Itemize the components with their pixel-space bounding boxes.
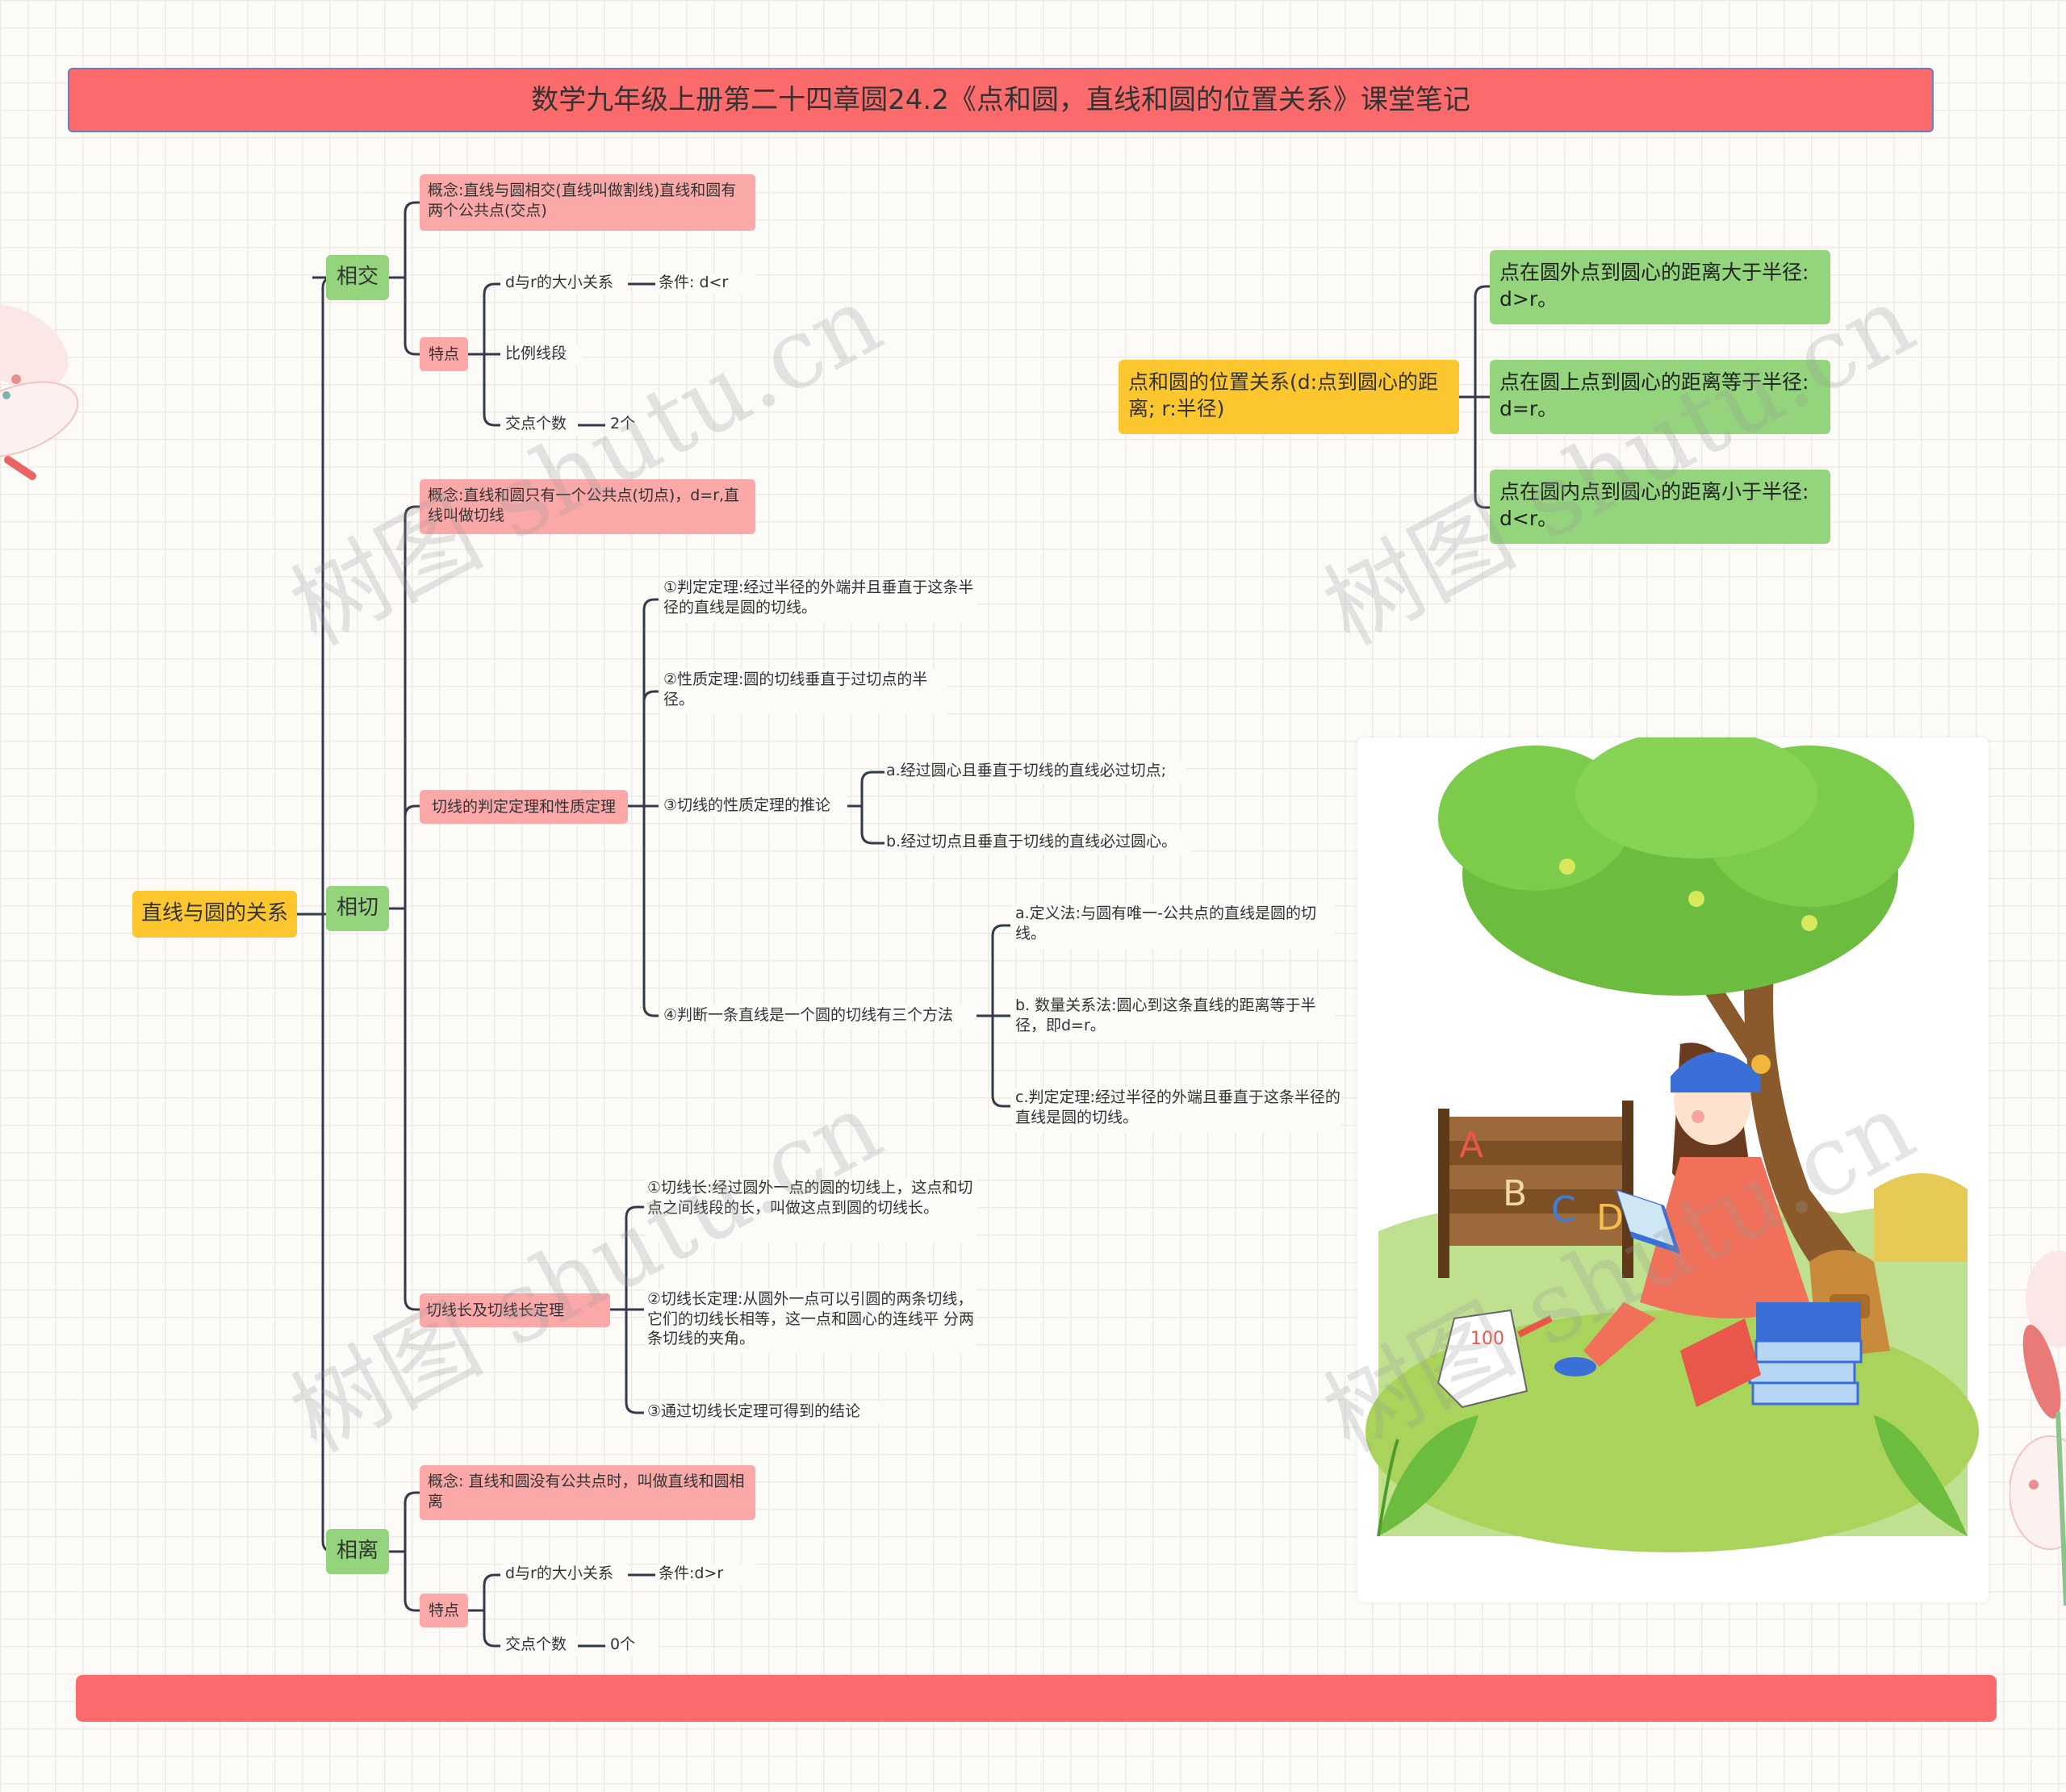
- tangent-method-a[interactable]: a.定义法:与圆有唯一-公共点的直线是圆的切线。: [1012, 904, 1335, 949]
- tangent-method-a-text: a.定义法:与圆有唯一-公共点的直线是圆的切线。: [1015, 904, 1316, 942]
- separate-condition[interactable]: 条件:d>r: [659, 1564, 755, 1586]
- tangent-method-c-text: c.判定定理:经过半径的外端且垂直于这条半径的直线是圆的切线。: [1015, 1088, 1340, 1126]
- separate-concept-text: 概念: 直线和圆没有公共点时，叫做直线和圆相离: [428, 1472, 745, 1510]
- separate-dr[interactable]: d与r的大小关系: [502, 1564, 628, 1586]
- title-banner: 数学九年级上册第二十四章圆24.2《点和圆，直线和圆的位置关系》课堂笔记: [68, 68, 1934, 132]
- node-separate[interactable]: 相离: [326, 1529, 389, 1574]
- tangent-theorems[interactable]: 切线的判定定理和性质定理: [420, 790, 628, 824]
- tangent-theorem-3a-text: a.经过圆心且垂直于切线的直线必过切点;: [886, 762, 1167, 779]
- tangent-length-2[interactable]: ②切线长定理:从圆外一点可以引圆的两条切线，它们的切线长相等，这一点和圆心的连线…: [646, 1289, 977, 1354]
- tangent-theorem-3a[interactable]: a.经过圆心且垂直于切线的直线必过切点;: [886, 761, 1186, 783]
- point-circle-node[interactable]: 点和圆的位置关系(d:点到圆心的距离; r:半径): [1119, 360, 1459, 434]
- separate-feature[interactable]: 特点: [420, 1594, 468, 1627]
- intersect-count[interactable]: 交点个数: [502, 414, 578, 437]
- tangent-length-label: 切线长及切线长定理: [426, 1301, 565, 1319]
- point-on[interactable]: 点在圆上点到圆心的距离等于半径: d=r。: [1490, 360, 1830, 434]
- sign-letter-c: C: [1551, 1189, 1576, 1230]
- sign-letter-b: B: [1503, 1173, 1527, 1214]
- intersect-count-value-text: 2个: [610, 415, 636, 432]
- tangent-concept-text: 概念:直线和圆只有一个公共点(切点)，d=r,直线叫做切线: [428, 487, 740, 524]
- point-inside-text: 点在圆内点到圆心的距离小于半径: d<r。: [1499, 480, 1809, 530]
- node-intersect-label: 相交: [336, 265, 378, 290]
- illustration-card: A B C D: [1357, 737, 1989, 1602]
- tangent-length-3[interactable]: ③通过切线长定理可得到的结论: [646, 1401, 888, 1424]
- tangent-theorem-1-text: ①判定定理:经过半径的外端并且垂直于这条半径的直线是圆的切线。: [663, 579, 974, 616]
- separate-feature-label: 特点: [428, 1601, 459, 1619]
- separate-count[interactable]: 交点个数: [502, 1635, 578, 1657]
- page-title: 数学九年级上册第二十四章圆24.2《点和圆，直线和圆的位置关系》课堂笔记: [531, 83, 1470, 116]
- point-outside[interactable]: 点在圆外点到圆心的距离大于半径: d>r。: [1490, 250, 1830, 324]
- tangent-theorem-2-text: ②性质定理:圆的切线垂直于过切点的半径。: [663, 670, 928, 708]
- intersect-ratio-text: 比例线段: [505, 345, 567, 362]
- tangent-theorem-2[interactable]: ②性质定理:圆的切线垂直于过切点的半径。: [660, 670, 947, 715]
- tangent-theorem-3b-text: b.经过切点且垂直于切线的直线必过圆心。: [886, 833, 1177, 850]
- root-label: 直线与圆的关系: [140, 901, 288, 926]
- tangent-theorem-4[interactable]: ④判断一条直线是一个圆的切线有三个方法: [660, 1005, 977, 1028]
- tangent-length-3-text: ③通过切线长定理可得到的结论: [647, 1402, 861, 1420]
- separate-dr-text: d与r的大小关系: [505, 1564, 613, 1582]
- point-inside[interactable]: 点在圆内点到圆心的距离小于半径: d<r。: [1490, 470, 1830, 544]
- lily-decoration-left: [0, 304, 79, 480]
- tangent-length-2-text: ②切线长定理:从圆外一点可以引圆的两条切线，它们的切线长相等，这一点和圆心的连线…: [647, 1290, 975, 1348]
- intersect-concept-text: 概念:直线与圆相交(直线叫做割线)直线和圆有两个公共点(交点): [428, 182, 737, 219]
- separate-condition-text: 条件:d>r: [659, 1564, 724, 1582]
- tangent-method-b-text: b. 数量关系法:圆心到这条直线的距离等于半径，即d=r。: [1015, 996, 1316, 1034]
- separate-count-value-text: 0个: [610, 1635, 636, 1653]
- node-intersect[interactable]: 相交: [326, 255, 389, 300]
- tangent-concept[interactable]: 概念:直线和圆只有一个公共点(切点)，d=r,直线叫做切线: [420, 479, 755, 534]
- separate-count-text: 交点个数: [505, 1635, 567, 1653]
- tangent-theorem-4-text: ④判断一条直线是一个圆的切线有三个方法: [663, 1006, 954, 1024]
- tangent-length-1-text: ①切线长:经过圆外一点的圆的切线上，这点和切点之间线段的长，叫做这点到圆的切线长…: [647, 1179, 973, 1217]
- intersect-dr-text: d与r的大小关系: [505, 274, 613, 291]
- point-outside-text: 点在圆外点到圆心的距离大于半径: d>r。: [1499, 261, 1809, 311]
- intersect-condition[interactable]: 条件: d<r: [659, 273, 755, 295]
- test-paper-grade: 100: [1470, 1329, 1504, 1349]
- point-on-text: 点在圆上点到圆心的距离等于半径: d=r。: [1499, 370, 1809, 420]
- tangent-method-b[interactable]: b. 数量关系法:圆心到这条直线的距离等于半径，即d=r。: [1012, 996, 1335, 1041]
- sign-letter-a: A: [1459, 1125, 1483, 1166]
- tangent-theorem-3[interactable]: ③切线的性质定理的推论: [660, 796, 847, 818]
- tangent-theorems-label: 切线的判定定理和性质定理: [431, 797, 616, 816]
- intersect-condition-text: 条件: d<r: [659, 274, 729, 291]
- intersect-ratio[interactable]: 比例线段: [502, 344, 583, 366]
- intersect-feature[interactable]: 特点: [420, 337, 468, 371]
- node-separate-label: 相离: [336, 1539, 378, 1564]
- separate-count-value[interactable]: 0个: [610, 1635, 659, 1657]
- tangent-method-c[interactable]: c.判定定理:经过半径的外端且垂直于这条半径的直线是圆的切线。: [1012, 1088, 1341, 1133]
- tangent-length-1[interactable]: ①切线长:经过圆外一点的圆的切线上，这点和切点之间线段的长，叫做这点到圆的切线长…: [646, 1178, 977, 1243]
- tangent-theorem-3b[interactable]: b.经过切点且垂直于切线的直线必过圆心。: [886, 832, 1191, 854]
- sign-letter-d: D: [1596, 1197, 1624, 1239]
- intersect-dr[interactable]: d与r的大小关系: [502, 273, 628, 295]
- girl-reading-illustration: A B C D: [1365, 737, 1979, 1552]
- tangent-length[interactable]: 切线长及切线长定理: [420, 1293, 610, 1327]
- root-node[interactable]: 直线与圆的关系: [132, 891, 297, 938]
- separate-concept[interactable]: 概念: 直线和圆没有公共点时，叫做直线和圆相离: [420, 1465, 755, 1520]
- footer-bar: [76, 1675, 1997, 1722]
- tangent-theorem-3-text: ③切线的性质定理的推论: [663, 796, 831, 814]
- point-circle-label: 点和圆的位置关系(d:点到圆心的距离; r:半径): [1128, 370, 1439, 420]
- tangent-theorem-1[interactable]: ①判定定理:经过半径的外端并且垂直于这条半径的直线是圆的切线。: [660, 578, 977, 623]
- node-tangent[interactable]: 相切: [326, 886, 389, 931]
- intersect-count-text: 交点个数: [505, 415, 567, 432]
- intersect-concept[interactable]: 概念:直线与圆相交(直线叫做割线)直线和圆有两个公共点(交点): [420, 174, 755, 231]
- intersect-feature-label: 特点: [428, 345, 459, 363]
- lily-decoration-right: [2010, 1251, 2066, 1606]
- intersect-count-value[interactable]: 2个: [610, 414, 659, 437]
- node-tangent-label: 相切: [336, 896, 378, 921]
